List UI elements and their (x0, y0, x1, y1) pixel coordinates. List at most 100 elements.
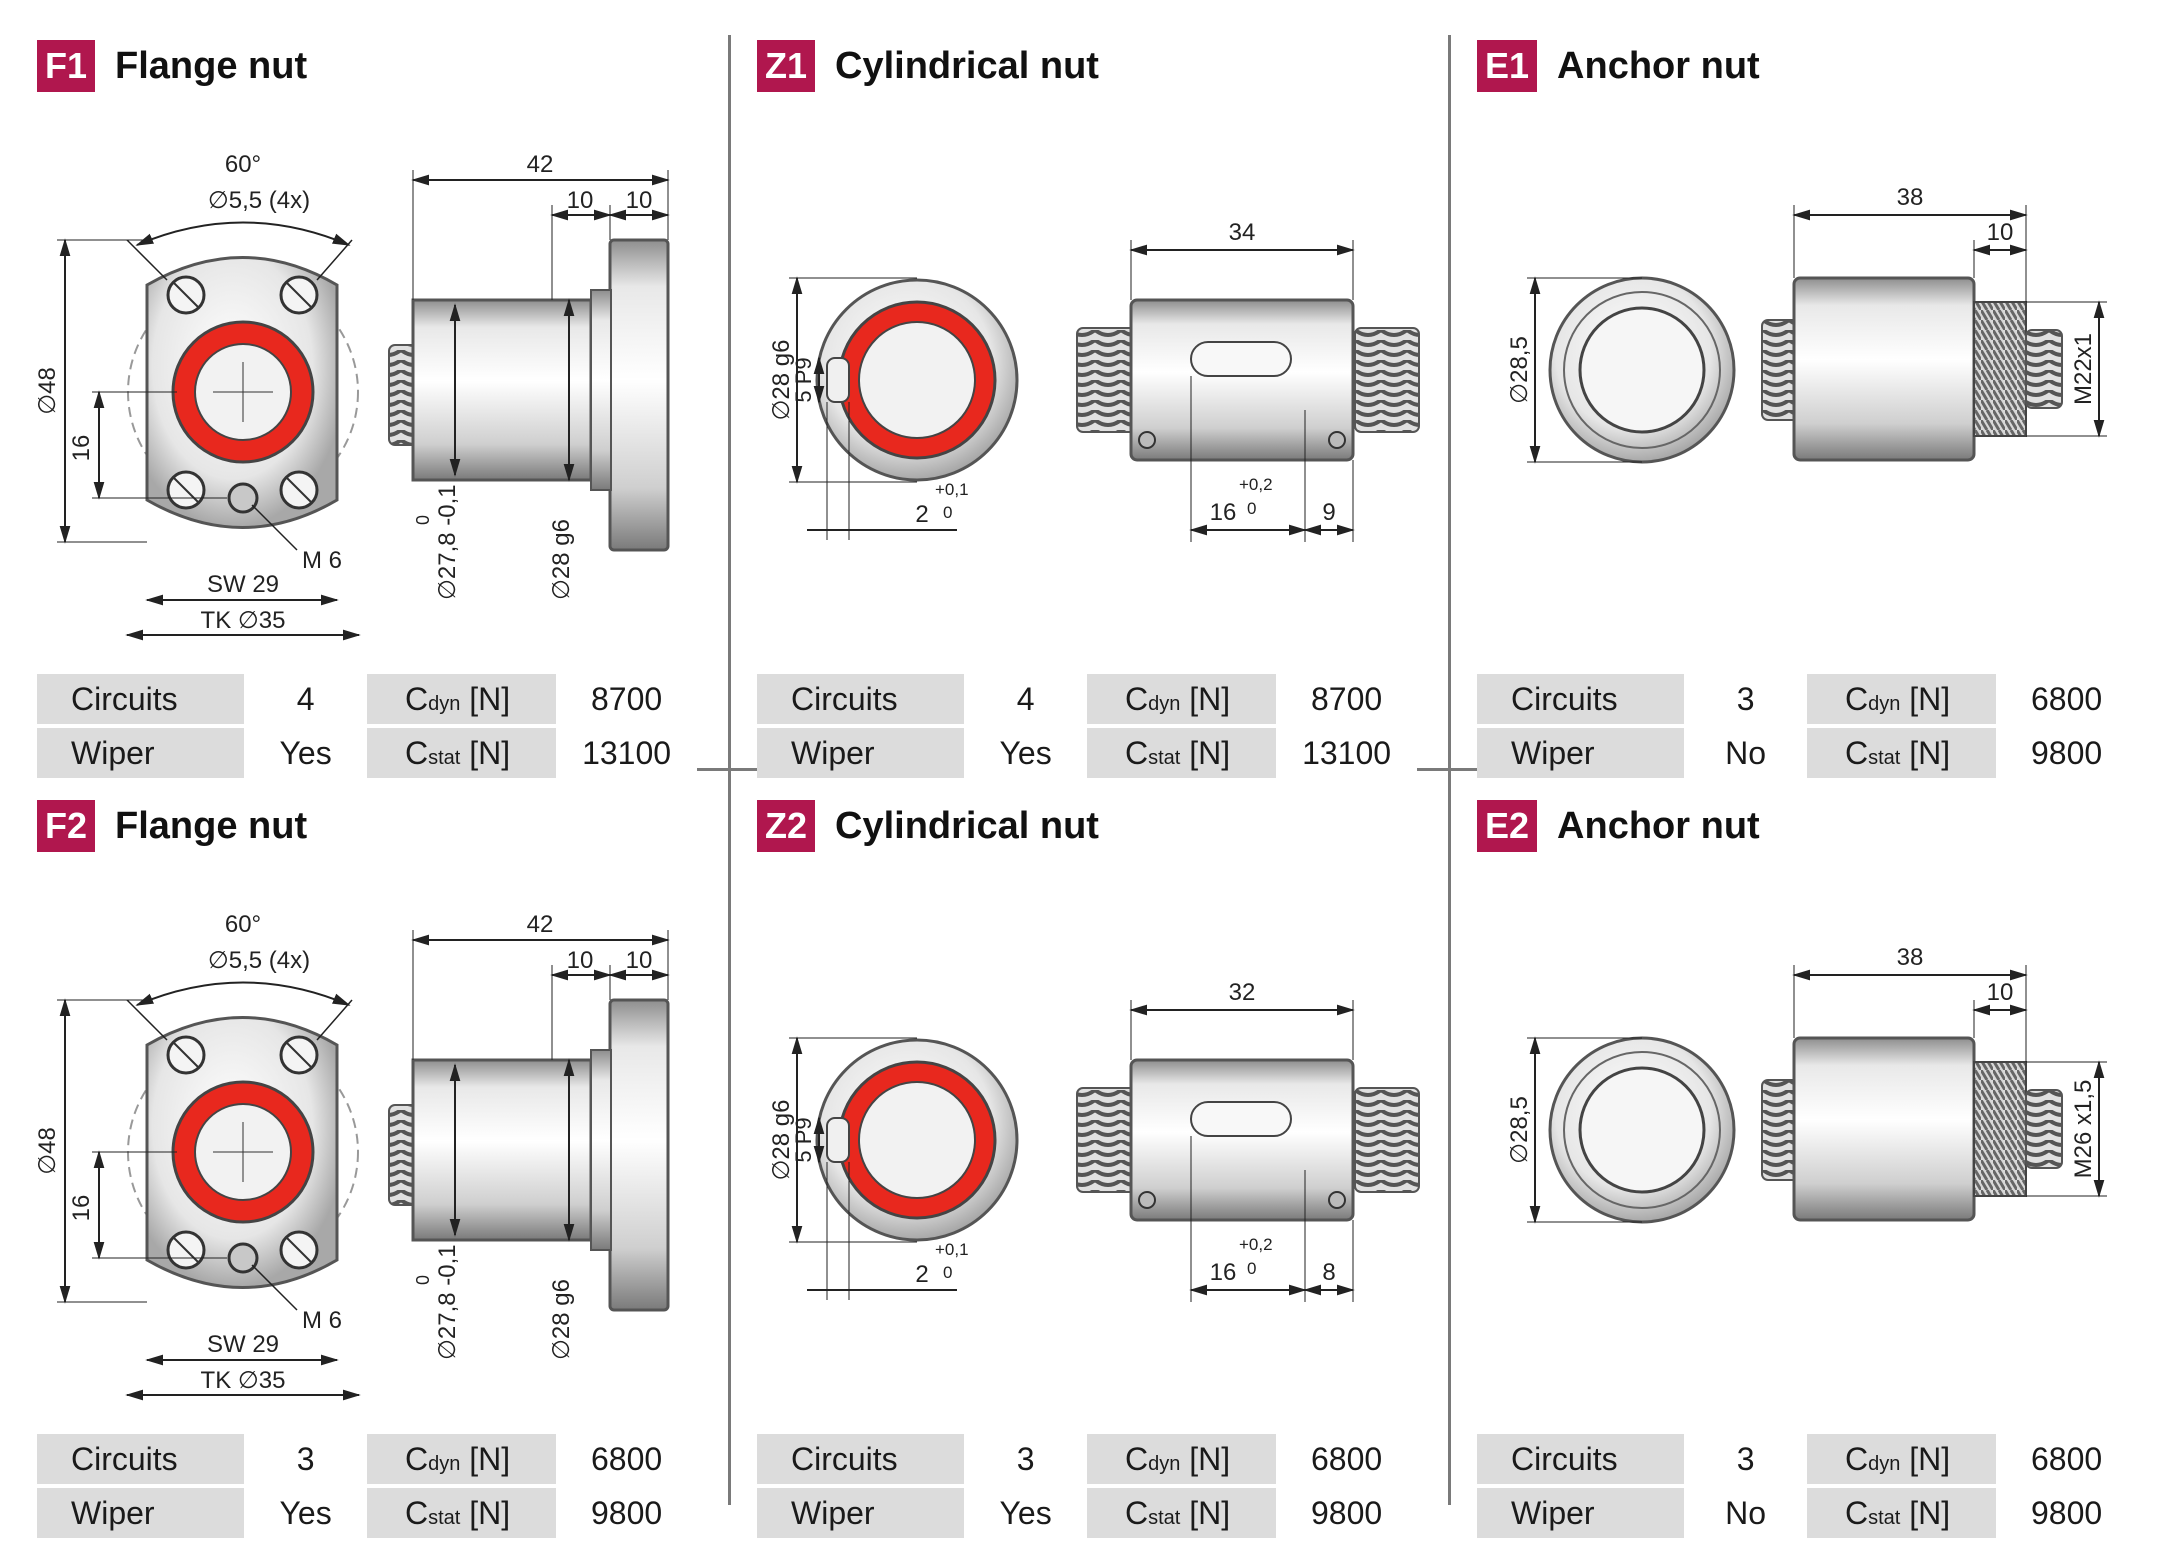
angle-label: 60° (225, 151, 261, 178)
wiper-label: Wiper (757, 1488, 965, 1538)
tk-label: TK ∅35 (201, 607, 286, 634)
cdyn-unit: [N] (1189, 1440, 1231, 1477)
holes-label: ∅5,5 (4x) (208, 187, 310, 214)
cdyn-label: Cdyn [N] (1806, 1434, 1997, 1484)
panel-title: Flange nut (115, 804, 308, 847)
wiper-value: No (1684, 728, 1807, 778)
length-label: 32 (1229, 979, 1256, 1006)
slot-tol-bottom: 0 (1247, 499, 1256, 518)
length-label: 42 (527, 911, 554, 938)
diameter-label: ∅28,5 (1506, 1096, 1533, 1164)
cdyn-unit: [N] (469, 1440, 511, 1477)
circuits-label: Circuits (757, 674, 965, 724)
outer-diameter-label: ∅48 (37, 1127, 61, 1175)
cdyn-label: Cdyn [N] (366, 1434, 557, 1484)
wiper-value: Yes (964, 1488, 1087, 1538)
cdyn-sub: dyn (428, 692, 461, 715)
cdyn-sub: dyn (1868, 692, 1901, 715)
cstat-sub: stat (1148, 1506, 1181, 1529)
cdyn-unit: [N] (1189, 680, 1231, 717)
gap-label: 2 (915, 1261, 928, 1288)
cstat-unit: [N] (1909, 734, 1951, 771)
length-label: 38 (1897, 944, 1924, 971)
slot-tol-top: +0,2 (1239, 1235, 1273, 1254)
wiper-value: No (1684, 1488, 1807, 1538)
circuits-value: 4 (964, 674, 1087, 724)
cdyn-main: C (404, 680, 429, 717)
cdyn-value: 8700 (1276, 674, 1417, 724)
diameter-label: ∅28 g6 (768, 340, 795, 421)
d1-label: ∅27,8 -0,1 (434, 1244, 461, 1360)
d1-tol-label: 0 (413, 515, 433, 525)
circuits-value: 3 (1684, 674, 1807, 724)
code-badge: Z2 (757, 800, 816, 852)
end-label: 9 (1322, 499, 1335, 526)
thread-length-label: 10 (1987, 979, 2014, 1006)
cstat-label: Cstat [N] (1086, 1488, 1277, 1538)
cstat-label: Cstat [N] (366, 1488, 557, 1538)
cstat-unit: [N] (469, 1494, 511, 1531)
circuits-value: 3 (244, 1434, 367, 1484)
gap-tol-top: +0,1 (935, 1240, 969, 1259)
cdyn-unit: [N] (1909, 680, 1951, 717)
cstat-value: 9800 (556, 1488, 697, 1538)
thread-label: M22x1 (2070, 333, 2097, 405)
wiper-value: Yes (244, 728, 367, 778)
tk-label: TK ∅35 (201, 1367, 286, 1394)
wiper-label: Wiper (1477, 728, 1685, 778)
d1-label: ∅27,8 -0,1 (434, 484, 461, 600)
length-label: 34 (1229, 219, 1256, 246)
cstat-sub: stat (428, 746, 461, 769)
end-label: 8 (1322, 1259, 1335, 1286)
cstat-main: C (1844, 1494, 1869, 1531)
offset-label: 16 (68, 1195, 95, 1222)
dim-b-label: 10 (626, 187, 653, 214)
gap-tol-bottom: 0 (943, 1263, 952, 1282)
cdyn-value: 6800 (1276, 1434, 1417, 1484)
panel-title: Flange nut (115, 44, 308, 87)
cdyn-sub: dyn (1868, 1452, 1901, 1475)
cdyn-sub: dyn (428, 1452, 461, 1475)
cdyn-value: 8700 (556, 674, 697, 724)
cstat-label: Cstat [N] (366, 728, 557, 778)
dim-a-label: 10 (567, 947, 594, 974)
length-label: 38 (1897, 184, 1924, 211)
circuits-value: 4 (244, 674, 367, 724)
cdyn-value: 6800 (1996, 1434, 2137, 1484)
cstat-value: 13100 (556, 728, 697, 778)
cstat-value: 9800 (1996, 1488, 2137, 1538)
slot-tol-bottom: 0 (1247, 1259, 1256, 1278)
cstat-main: C (404, 734, 429, 771)
cstat-label: Cstat [N] (1086, 728, 1277, 778)
code-badge: Z1 (757, 40, 816, 92)
wiper-label: Wiper (37, 728, 245, 778)
wiper-value: Yes (964, 728, 1087, 778)
cstat-unit: [N] (1189, 734, 1231, 771)
cstat-main: C (1124, 734, 1149, 771)
circuits-label: Circuits (37, 674, 245, 724)
thread-length-label: 10 (1987, 219, 2014, 246)
cstat-sub: stat (428, 1506, 461, 1529)
cdyn-label: Cdyn [N] (366, 674, 557, 724)
